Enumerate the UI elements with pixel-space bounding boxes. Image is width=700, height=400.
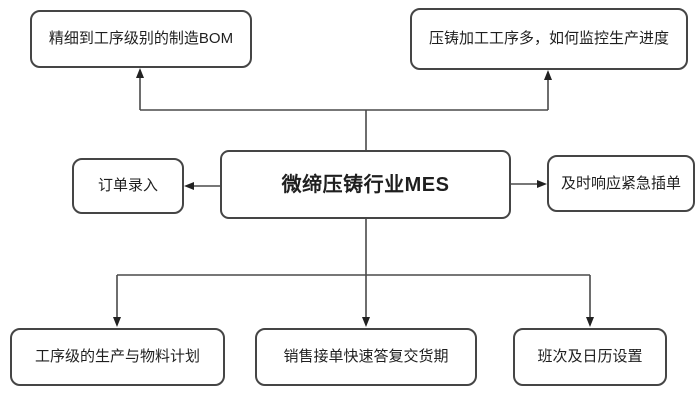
arrowhead-down-left bbox=[113, 317, 121, 327]
node-shift-calendar: 班次及日历设置 bbox=[513, 328, 667, 386]
node-order-entry: 订单录入 bbox=[72, 158, 184, 214]
arrowhead-down-center bbox=[362, 317, 370, 327]
arrowhead-right bbox=[537, 180, 547, 188]
node-center-mes: 微缔压铸行业MES bbox=[220, 150, 511, 219]
arrowhead-up-left bbox=[136, 68, 144, 78]
node-production-plan: 工序级的生产与物料计划 bbox=[10, 328, 225, 386]
node-urgent-insert: 及时响应紧急插单 bbox=[547, 155, 695, 212]
arrowhead-left bbox=[184, 182, 194, 190]
node-delivery-reply: 销售接单快速答复交货期 bbox=[255, 328, 477, 386]
arrowhead-up-right bbox=[544, 70, 552, 80]
node-manufacturing-bom: 精细到工序级别的制造BOM bbox=[30, 10, 252, 68]
arrowhead-down-right bbox=[586, 317, 594, 327]
node-monitor-progress: 压铸加工工序多，如何监控生产进度 bbox=[410, 8, 688, 70]
